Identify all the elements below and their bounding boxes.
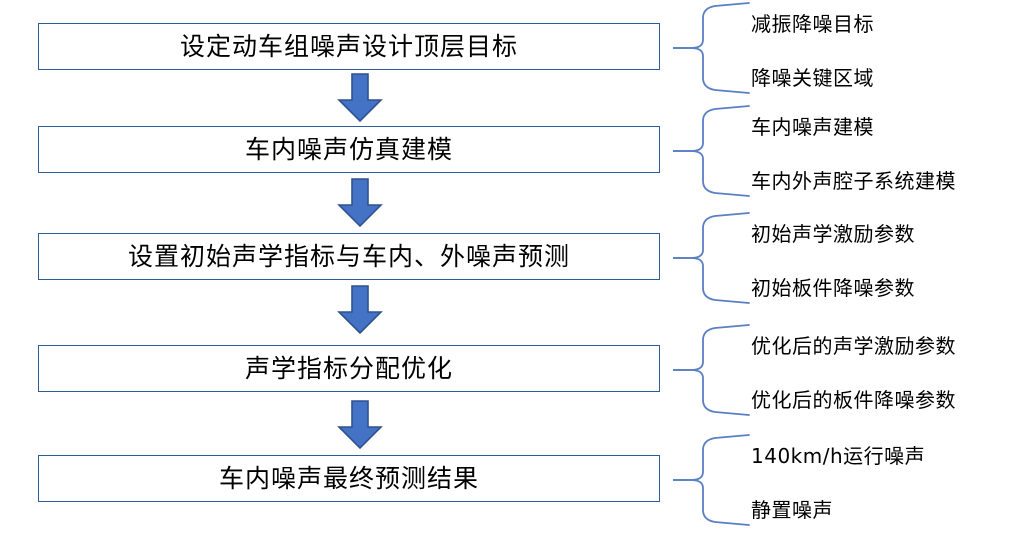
annotation-label: 降噪关键区域 [751, 66, 874, 90]
curly-brace-icon [673, 434, 750, 526]
annotation-label: 140km/h运行噪声 [751, 444, 926, 468]
annotation-group-step-5: 140km/h运行噪声 静置噪声 [665, 432, 1020, 528]
annotation-label: 静置噪声 [751, 498, 833, 522]
curly-brace-icon [673, 105, 750, 197]
annotation-label: 初始板件降噪参数 [751, 276, 915, 300]
annotation-label: 车内外声腔子系统建模 [751, 169, 956, 193]
process-box-step-2[interactable]: 车内噪声仿真建模 [38, 126, 660, 173]
annotation-group-step-2: 车内噪声建模 车内外声腔子系统建模 [665, 103, 1020, 199]
process-box-label: 车内噪声最终预测结果 [218, 464, 479, 493]
process-box-step-4[interactable]: 声学指标分配优化 [38, 345, 660, 392]
annotation-group-step-3: 初始声学激励参数 初始板件降噪参数 [665, 210, 1020, 306]
process-box-label: 设置初始声学指标与车内、外噪声预测 [127, 242, 570, 271]
process-box-step-1[interactable]: 设定动车组噪声设计顶层目标 [38, 23, 660, 70]
annotation-group-step-1: 减振降噪目标 降噪关键区域 [665, 0, 1020, 96]
annotation-group-step-4: 优化后的声学激励参数 优化后的板件降噪参数 [665, 322, 1020, 418]
process-box-label: 车内噪声仿真建模 [244, 135, 453, 164]
curly-brace-icon [673, 212, 750, 304]
annotation-label: 车内噪声建模 [751, 115, 874, 139]
down-arrow-icon [337, 400, 383, 450]
process-box-step-3[interactable]: 设置初始声学指标与车内、外噪声预测 [38, 233, 660, 280]
process-box-label: 声学指标分配优化 [244, 354, 453, 383]
annotation-label: 初始声学激励参数 [751, 222, 915, 246]
down-arrow-icon [337, 285, 383, 335]
process-box-label: 设定动车组噪声设计顶层目标 [179, 32, 518, 61]
down-arrow-icon [337, 73, 383, 123]
process-box-step-5[interactable]: 车内噪声最终预测结果 [38, 455, 660, 502]
annotation-label: 优化后的声学激励参数 [751, 334, 956, 358]
curly-brace-icon [673, 324, 750, 416]
annotation-label: 减振降噪目标 [751, 12, 874, 36]
down-arrow-icon [337, 178, 383, 228]
annotation-label: 优化后的板件降噪参数 [751, 388, 956, 412]
curly-brace-icon [673, 2, 750, 94]
